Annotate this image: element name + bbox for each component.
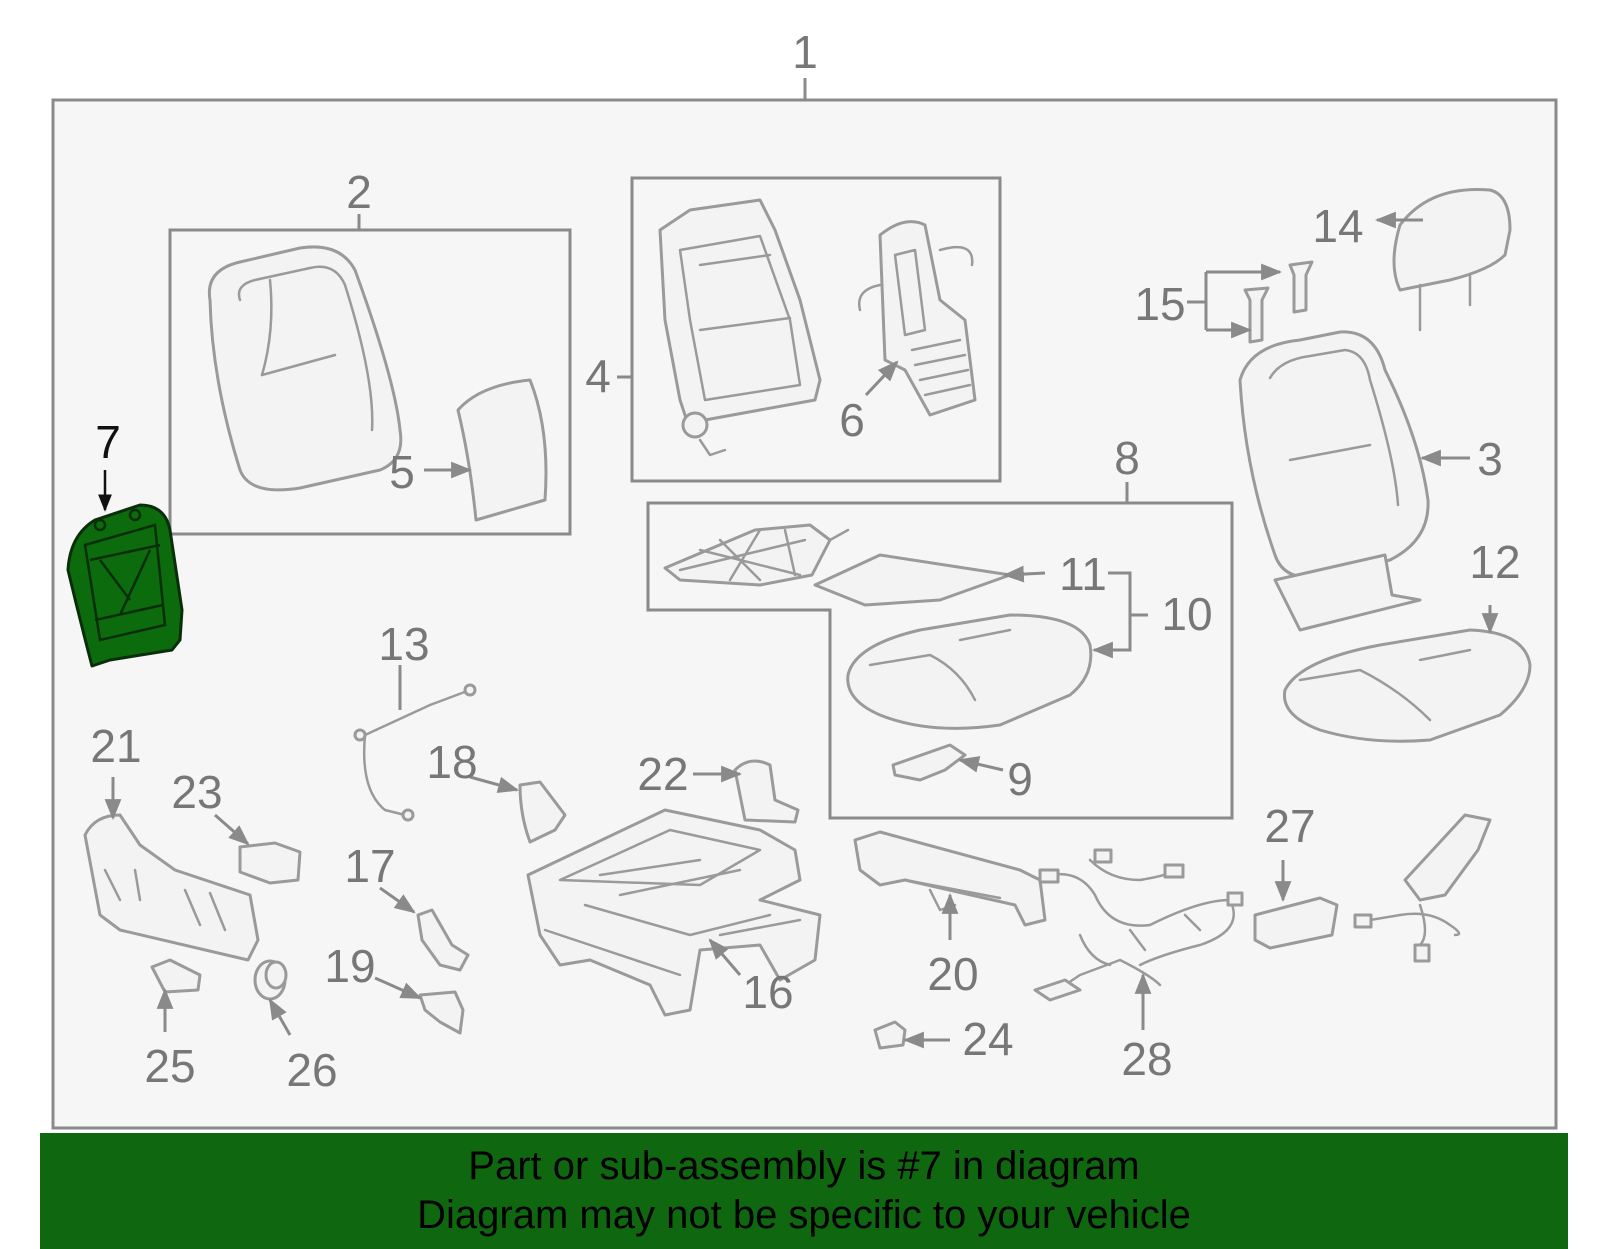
callout-10: 10 bbox=[1161, 588, 1212, 640]
wire-harness-part bbox=[1033, 848, 1244, 1002]
module-part-27 bbox=[1253, 896, 1339, 950]
bracket-part-17 bbox=[416, 908, 470, 972]
callout-24: 24 bbox=[962, 1013, 1013, 1065]
bracket-part-19 bbox=[418, 990, 465, 1035]
seatback-assembly-part bbox=[1238, 330, 1430, 632]
seat-cushion-part bbox=[1282, 628, 1532, 743]
callout-12: 12 bbox=[1469, 536, 1520, 588]
callout-5: 5 bbox=[389, 446, 415, 498]
callout-28: 28 bbox=[1121, 1033, 1172, 1085]
box-8 bbox=[646, 501, 1234, 820]
sensor-part bbox=[1353, 813, 1492, 963]
clip-part-9 bbox=[891, 743, 967, 782]
callout-22: 22 bbox=[637, 748, 688, 800]
callout-19: 19 bbox=[324, 940, 375, 992]
callout-2: 2 bbox=[346, 166, 372, 218]
callout-9: 9 bbox=[1007, 753, 1033, 805]
callout-16: 16 bbox=[742, 966, 793, 1018]
cover-part-22 bbox=[733, 759, 800, 824]
switch-part-23 bbox=[238, 841, 302, 885]
knob-part-26 bbox=[253, 959, 288, 1001]
callout-23: 23 bbox=[171, 766, 222, 818]
cable-part bbox=[353, 683, 477, 822]
callout-26: 26 bbox=[286, 1044, 337, 1096]
bracket-part-18 bbox=[518, 780, 567, 844]
cushion-pad-part bbox=[846, 613, 1093, 730]
callout-15: 15 bbox=[1134, 278, 1185, 330]
callout-14: 14 bbox=[1312, 200, 1363, 252]
callout-18: 18 bbox=[426, 736, 477, 788]
heater-mat-part bbox=[663, 523, 1012, 607]
info-banner: Part or sub-assembly is #7 in diagram Di… bbox=[40, 1133, 1568, 1249]
lumbar-support-part bbox=[857, 220, 977, 417]
callout-20: 20 bbox=[927, 948, 978, 1000]
callout-27: 27 bbox=[1264, 800, 1315, 852]
highlighted-seatback-frame-part bbox=[66, 503, 184, 668]
seat-adjuster-part bbox=[526, 808, 822, 1017]
callout-7: 7 bbox=[95, 416, 121, 468]
callout-17: 17 bbox=[344, 840, 395, 892]
callout-8: 8 bbox=[1114, 432, 1140, 484]
callout-25: 25 bbox=[144, 1040, 195, 1092]
callout-21: 21 bbox=[90, 720, 141, 772]
callout-6: 6 bbox=[839, 394, 865, 446]
seatback-frame-part bbox=[658, 198, 822, 457]
knob-part-25 bbox=[150, 958, 202, 994]
box-2 bbox=[168, 228, 572, 536]
box-4 bbox=[630, 176, 1002, 483]
callout-1: 1 bbox=[792, 26, 818, 78]
callout-3: 3 bbox=[1477, 433, 1503, 485]
callout-11: 11 bbox=[1059, 548, 1107, 600]
callout-13: 13 bbox=[378, 618, 429, 670]
headrest-part bbox=[1392, 187, 1512, 332]
callout-4: 4 bbox=[585, 350, 611, 402]
banner-line-1: Part or sub-assembly is #7 in diagram bbox=[468, 1144, 1140, 1188]
banner-line-2: Diagram may not be specific to your vehi… bbox=[417, 1193, 1191, 1237]
seatback-cover-part bbox=[207, 245, 403, 492]
